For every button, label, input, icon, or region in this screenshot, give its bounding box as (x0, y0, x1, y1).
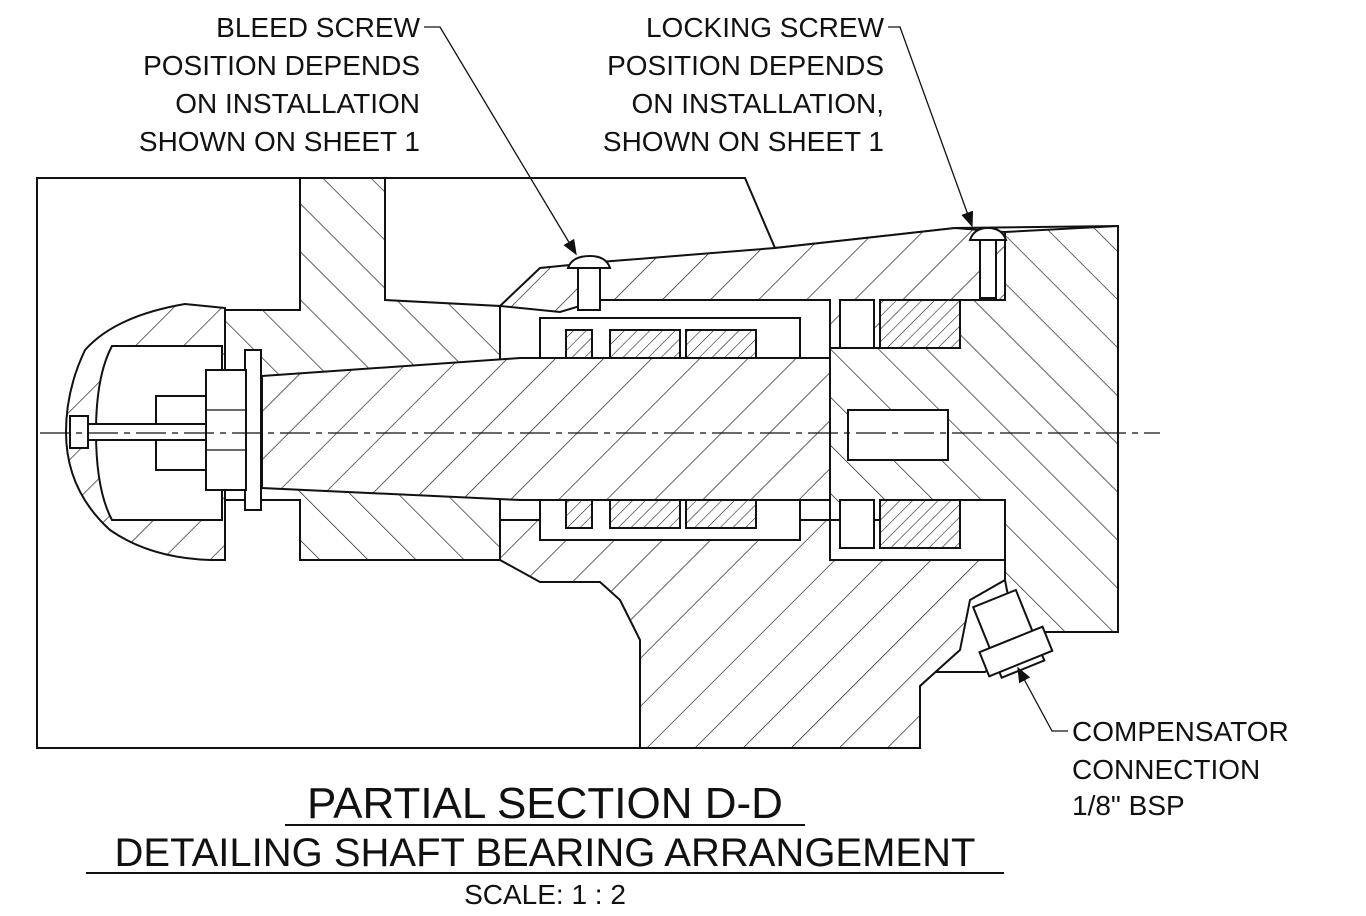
locking-note-line-1: LOCKING SCREW (646, 12, 885, 43)
lower-seal (565, 499, 593, 529)
upper-bearing-b (685, 329, 757, 359)
bleed-screw-note: BLEED SCREW POSITION DEPENDS ON INSTALLA… (139, 12, 421, 157)
locking-leader (888, 26, 974, 228)
compensator-line-2: CONNECTION (1072, 754, 1260, 785)
lower-roller-bearing (879, 499, 961, 549)
locking-note-line-3: ON INSTALLATION, (631, 88, 884, 119)
compensator-line-3: 1/8" BSP (1072, 790, 1185, 821)
section-title: PARTIAL SECTION D-D (307, 779, 783, 828)
hub-bore (847, 409, 949, 461)
shaft-bolt (85, 423, 207, 441)
lower-bearing-a (609, 499, 681, 529)
lower-housing (499, 519, 1006, 749)
locking-note-line-2: POSITION DEPENDS (607, 50, 884, 81)
scale-note: SCALE: 1 : 2 (464, 879, 626, 910)
locking-screw-body (979, 239, 997, 299)
bleed-note-line-2: POSITION DEPENDS (143, 50, 420, 81)
compensator-leader (1017, 666, 1068, 732)
locking-screw-note: LOCKING SCREW POSITION DEPENDS ON INSTAL… (603, 12, 885, 157)
bleed-note-line-1: BLEED SCREW (216, 12, 420, 43)
bleed-screw-body (577, 267, 601, 311)
upper-roller-bearing (879, 299, 961, 349)
locking-note-line-4: SHOWN ON SHEET 1 (603, 126, 884, 157)
locking-screw (968, 226, 1008, 241)
upper-housing (497, 226, 1006, 349)
bleed-note-line-4: SHOWN ON SHEET 1 (139, 126, 420, 157)
main-shaft (261, 357, 831, 501)
compensator-line-1: COMPENSATOR (1072, 716, 1289, 747)
bolt-head (69, 415, 89, 449)
section-subtitle: DETAILING SHAFT BEARING ARRANGEMENT (115, 831, 976, 875)
shaft-nut (205, 369, 247, 491)
upper-seal (565, 329, 593, 359)
lower-bearing-b (685, 499, 757, 529)
bleed-screw (566, 254, 612, 269)
compensator-note: COMPENSATOR CONNECTION 1/8" BSP (1072, 716, 1289, 821)
bleed-leader (424, 26, 577, 256)
washer (244, 349, 262, 511)
upper-race (839, 299, 875, 349)
upper-bearing-a (609, 329, 681, 359)
bleed-note-line-3: ON INSTALLATION (175, 88, 420, 119)
lower-race (839, 499, 875, 549)
